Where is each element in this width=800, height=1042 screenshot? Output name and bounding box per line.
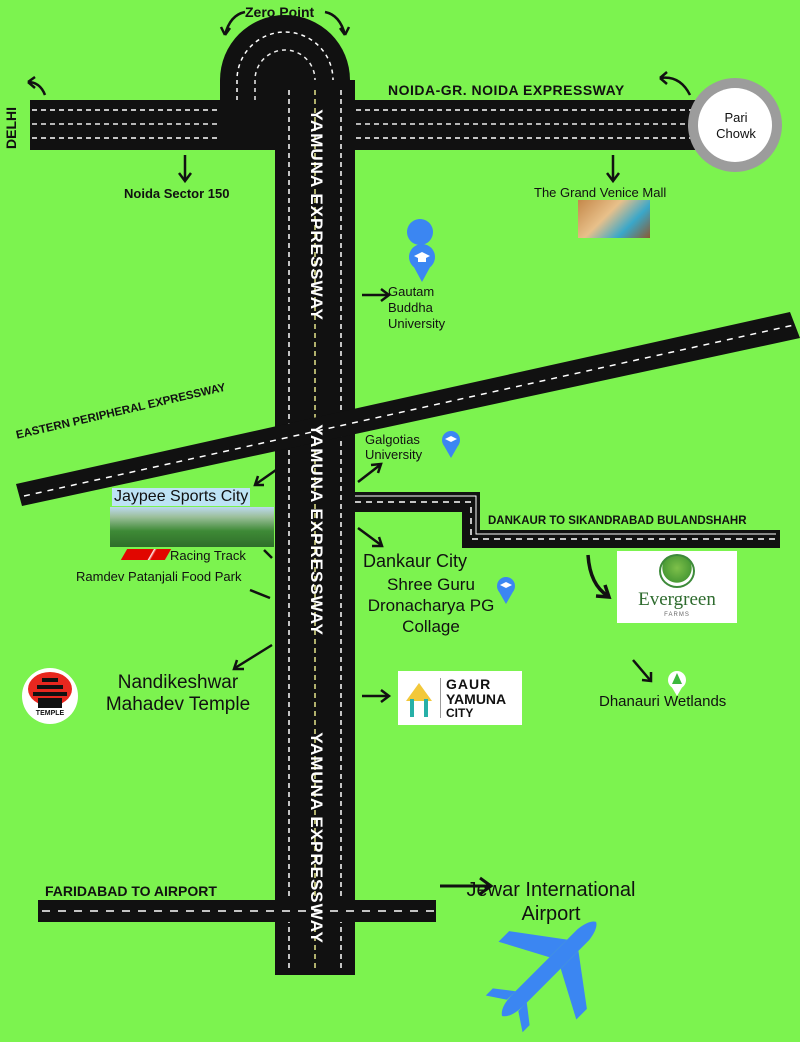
gaur-line1: GAUR bbox=[446, 676, 492, 692]
yamuna-expressway-label-3: YAMUNA EXPRESSWAY bbox=[307, 732, 326, 944]
grand-venice-photo bbox=[578, 200, 650, 238]
pin-graduation-icon bbox=[407, 219, 435, 282]
zero-point-label: Zero Point bbox=[245, 4, 315, 20]
evergreen-label: Evergreen bbox=[638, 589, 716, 610]
grand-venice-label: The Grand Venice Mall bbox=[534, 185, 667, 200]
farms-label: FARMS bbox=[664, 612, 690, 618]
gaur-yamuna-city-card: GAUR YAMUNA CITY bbox=[398, 671, 522, 725]
noida-sector-150-label: Noida Sector 150 bbox=[124, 186, 230, 201]
pin-graduation-icon bbox=[442, 431, 460, 458]
gaur-line3: CITY bbox=[446, 706, 474, 720]
evergreen-farms-card: Evergreen FARMS bbox=[617, 551, 737, 623]
f1-logo-icon bbox=[120, 549, 172, 560]
delhi-label: DELHI bbox=[3, 107, 19, 149]
dankaur-road-label: DANKAUR TO SIKANDRABAD BULANDSHAHR bbox=[488, 515, 747, 527]
airplane-icon bbox=[485, 921, 597, 1033]
jewar-label: Jewar International Airport bbox=[466, 879, 636, 925]
yamuna-expressway-label-1: YAMUNA EXPRESSWAY bbox=[307, 109, 326, 321]
temple-icon: TEMPLE bbox=[22, 668, 78, 724]
faridabad-road-label: FARIDABAD TO AIRPORT bbox=[45, 883, 217, 899]
jaypee-photo bbox=[110, 507, 274, 547]
tree-icon bbox=[659, 554, 695, 588]
eastern-peripheral-road bbox=[16, 312, 800, 506]
tree-icon bbox=[668, 671, 686, 696]
nandikeshwar-label: Nandikeshwar Mahadev Temple bbox=[105, 672, 251, 715]
dankaur-city-label: Dankaur City bbox=[363, 551, 468, 571]
gaur-logo-icon bbox=[406, 679, 432, 717]
galgotias-label: Galgotias University bbox=[365, 432, 423, 462]
noida-expressway-label: NOIDA-GR. NOIDA EXPRESSWAY bbox=[388, 82, 625, 98]
noida-expressway-road bbox=[30, 100, 730, 150]
yamuna-expressway-label-2: YAMUNA EXPRESSWAY bbox=[307, 424, 326, 636]
dhanauri-label: Dhanauri Wetlands bbox=[599, 693, 727, 710]
racing-track-label: Racing Track bbox=[170, 548, 246, 563]
gautam-buddha-label: Gautam Buddha University bbox=[388, 284, 446, 331]
ramdev-label: Ramdev Patanjali Food Park bbox=[76, 569, 242, 584]
pari-chowk-label: Pari Chowk bbox=[716, 110, 756, 141]
gaur-line2: YAMUNA bbox=[446, 691, 507, 707]
pin-graduation-icon bbox=[497, 577, 515, 604]
dronacharya-label: Shree Guru Dronacharya PG Collage bbox=[367, 575, 495, 636]
jaypee-label: Jaypee Sports City bbox=[112, 488, 251, 506]
